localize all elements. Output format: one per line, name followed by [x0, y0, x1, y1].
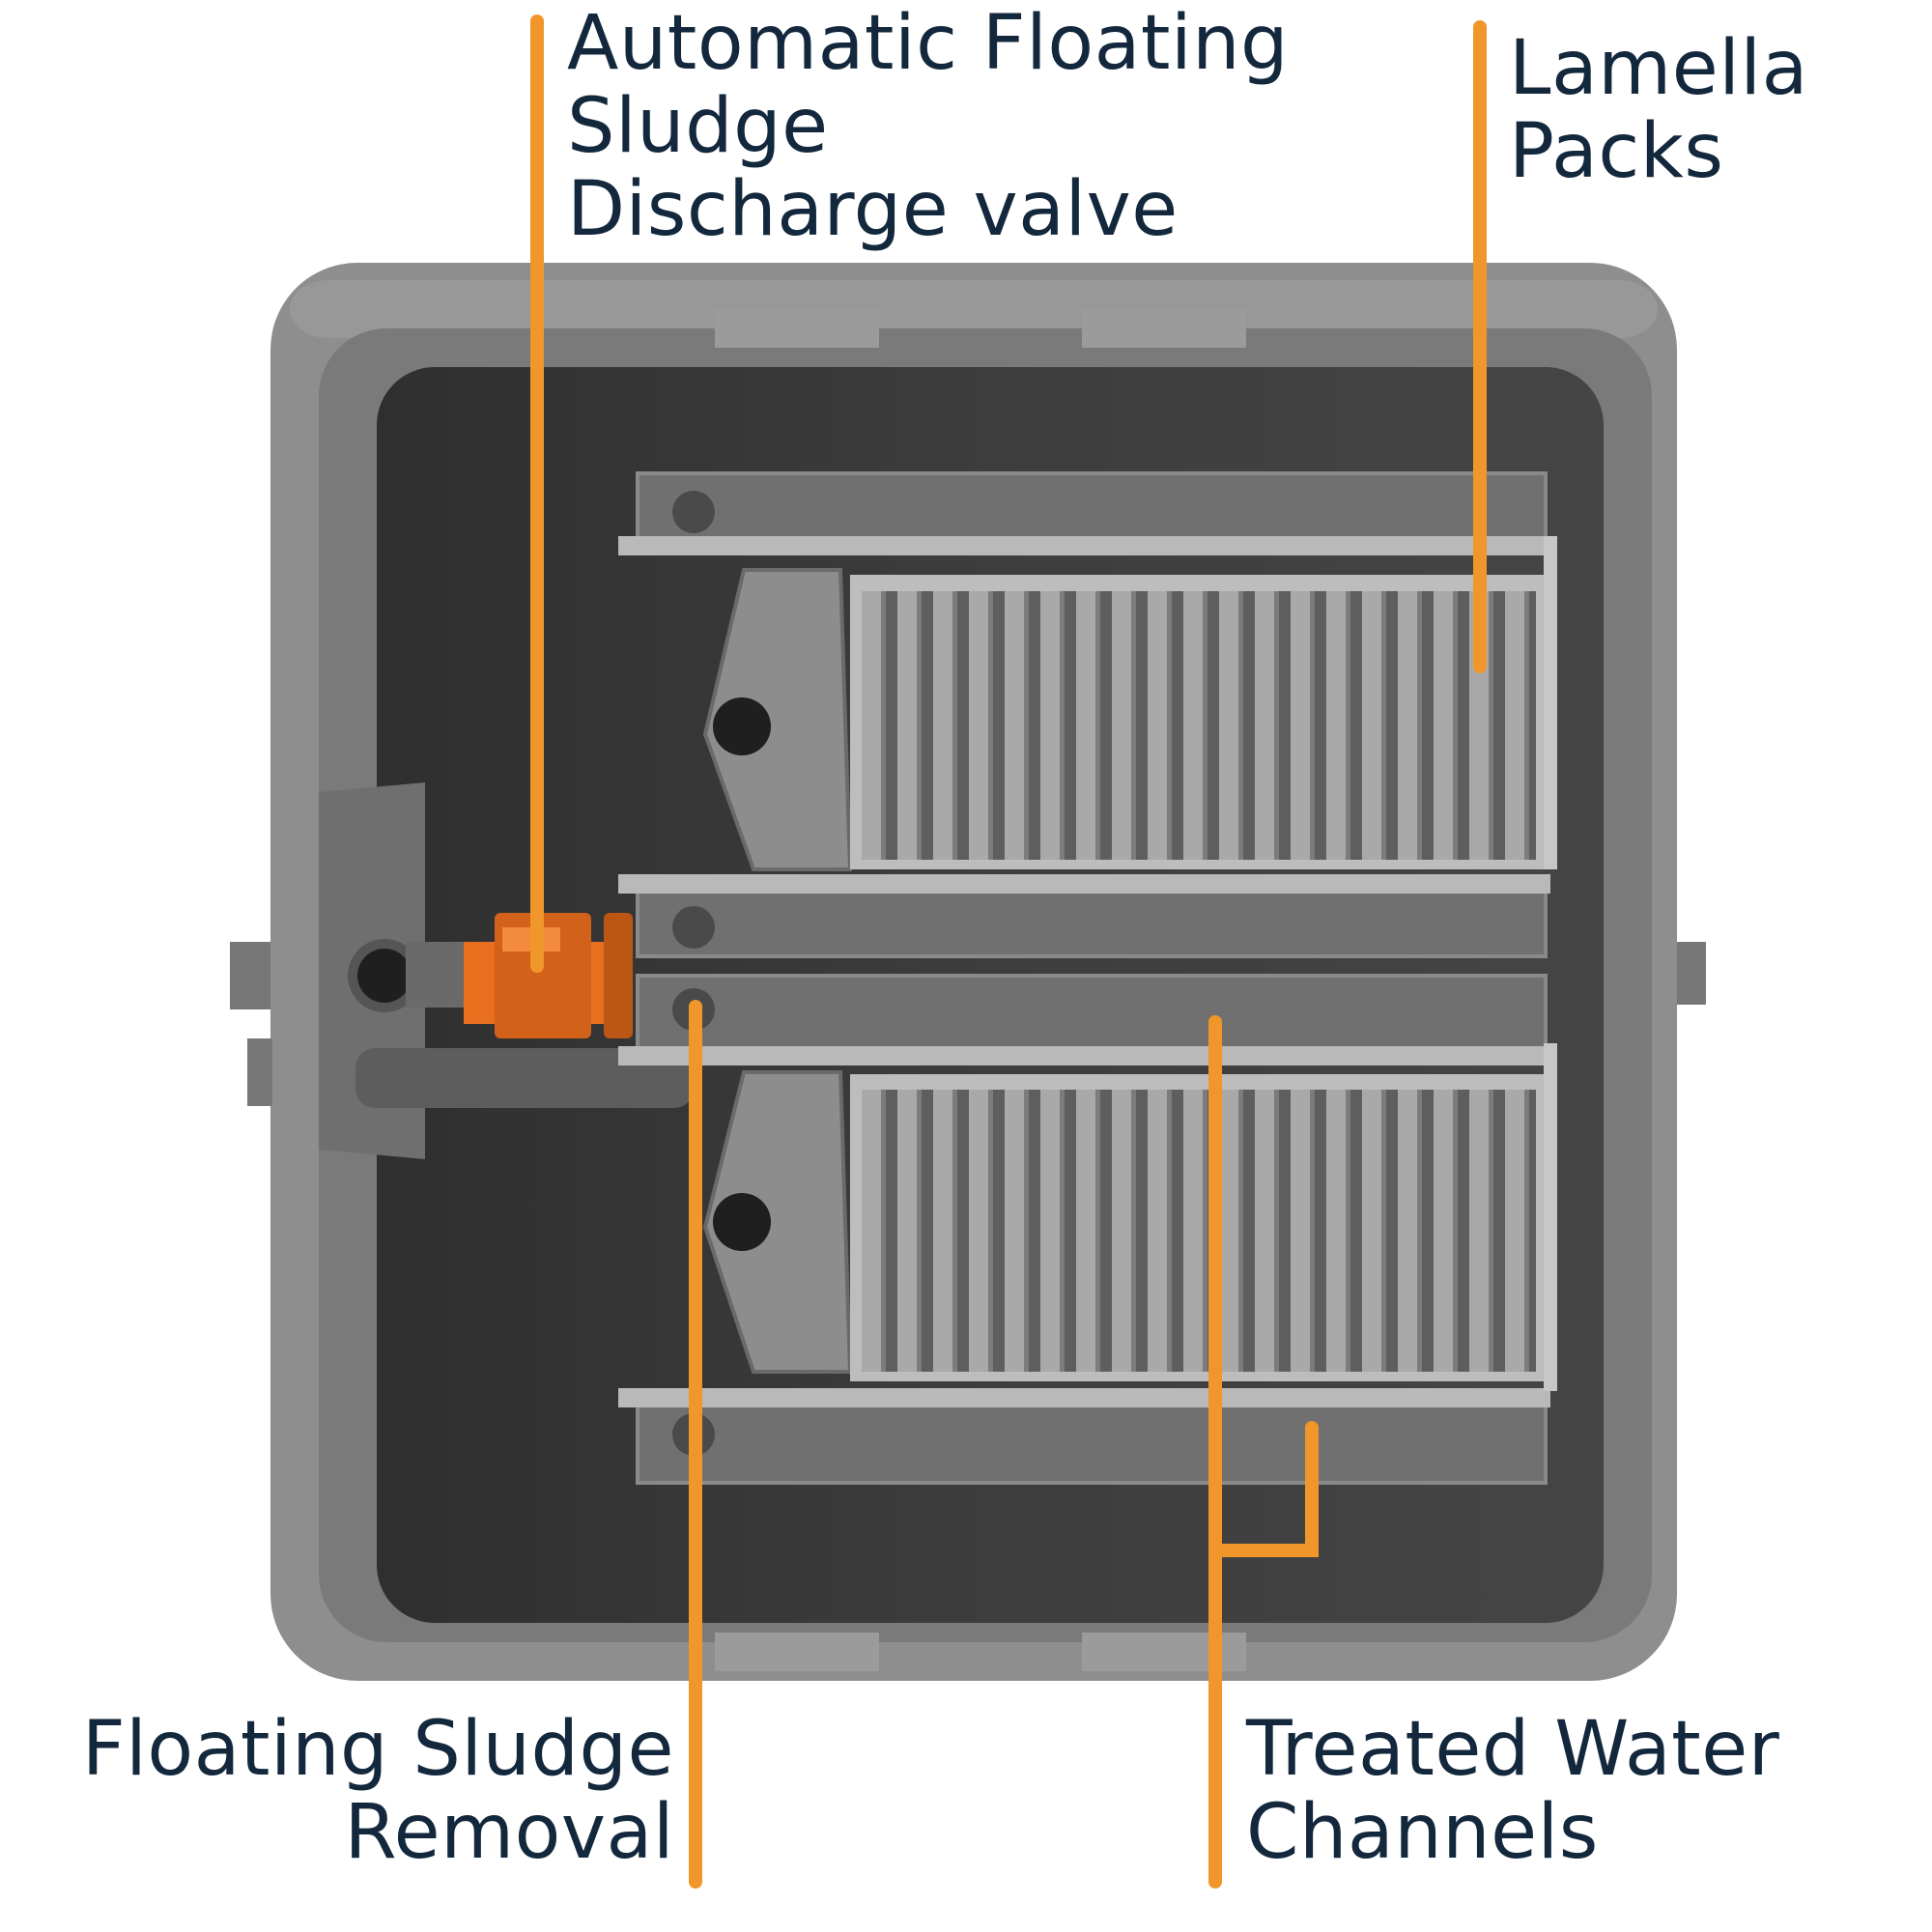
outlet-pipe-stub: [1677, 942, 1706, 1005]
lamella-pack-bottom: [702, 1043, 1557, 1391]
channel-bottom-lip: [618, 1388, 1550, 1407]
treated-water-channels: [618, 471, 1550, 1485]
channel-hole: [672, 491, 715, 533]
label-floating-sludge-removal: Floating Sludge Removal: [82, 1708, 674, 1874]
funnel-hole: [713, 1193, 771, 1251]
bypass-pipe: [355, 1048, 694, 1108]
rim-notch: [1082, 309, 1246, 348]
channel-middle-upper: [636, 887, 1548, 958]
label-line: Treated Water: [1246, 1706, 1780, 1793]
label-line: Removal: [344, 1789, 674, 1876]
leader-line-treated-water-branch: [1208, 1421, 1319, 1557]
label-line: Sludge: [567, 83, 829, 170]
valve-connector-pipe: [406, 942, 469, 1008]
inlet-funnel: [702, 568, 853, 871]
tank-rim-top-band: [290, 280, 1658, 338]
label-line: Lamella: [1509, 25, 1808, 112]
label-lamella-packs: Lamella Packs: [1509, 27, 1808, 193]
inlet-opening-hole: [357, 949, 412, 1003]
pipes: [230, 939, 1706, 1108]
valve-flange: [604, 913, 633, 1038]
channel-middle-upper-lip: [618, 874, 1550, 894]
label-line: Discharge valve: [567, 166, 1179, 253]
lamella-plates: [862, 1090, 1536, 1372]
channel-bottom: [636, 1404, 1548, 1485]
inlet-pipe-stub: [247, 1038, 272, 1106]
channel-middle-lower-lip: [618, 1046, 1550, 1065]
leader-lines: [530, 14, 1487, 1889]
label-line: Floating Sludge: [81, 1706, 674, 1793]
channel-top: [636, 471, 1548, 543]
rim-notch: [715, 309, 879, 348]
inlet-pipe-stub: [230, 942, 270, 1009]
funnel-hole: [713, 697, 771, 755]
label-line: Packs: [1509, 108, 1724, 195]
lamella-pack-top: [702, 536, 1557, 871]
lamella-frame-right: [1544, 1043, 1557, 1391]
channel-hole: [672, 906, 715, 949]
channel-middle-lower: [636, 974, 1548, 1050]
lamella-frame-right: [1544, 536, 1557, 869]
rim-notch: [715, 1633, 879, 1671]
label-discharge-valve: Automatic Floating Sludge Discharge valv…: [567, 2, 1289, 251]
lamella-plates: [862, 591, 1536, 860]
label-line: Automatic Floating: [567, 0, 1290, 87]
inlet-funnel: [702, 1070, 853, 1374]
channel-top-lip: [618, 536, 1550, 555]
label-treated-water-channels: Treated Water Channels: [1246, 1708, 1779, 1874]
label-line: Channels: [1246, 1789, 1599, 1876]
